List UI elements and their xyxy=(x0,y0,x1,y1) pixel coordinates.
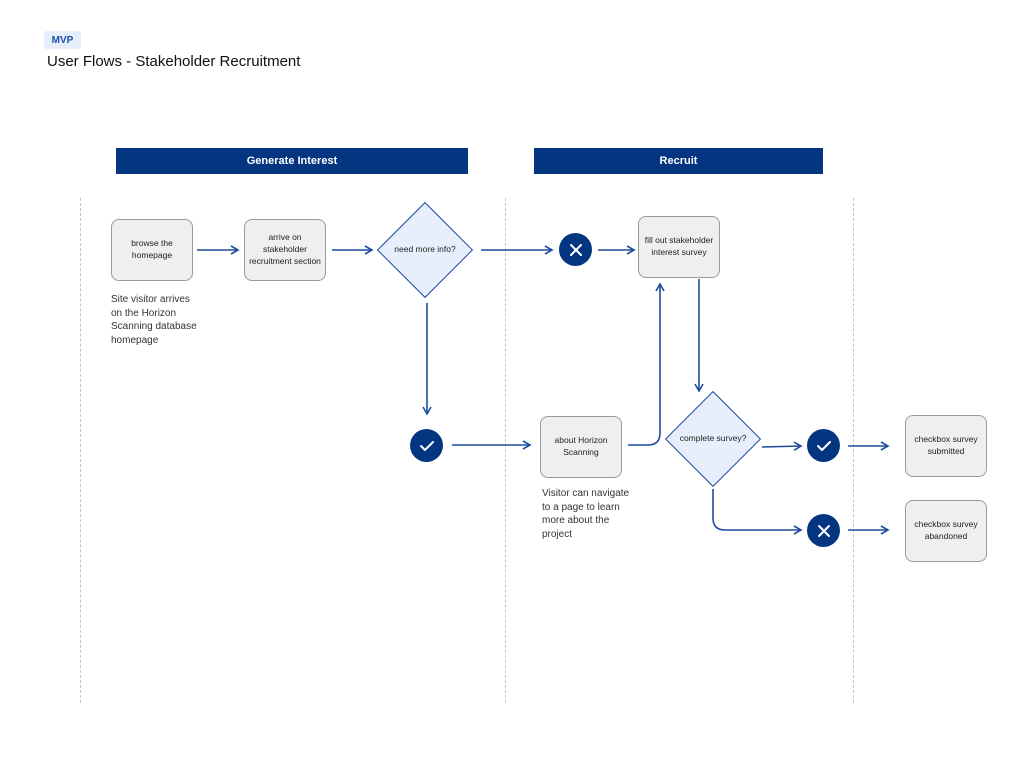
check-icon xyxy=(419,440,434,451)
node-fill-survey: fill out stakeholder interest survey xyxy=(638,216,720,278)
no-circle xyxy=(559,233,592,266)
node-about-horizon: about Horizon Scanning xyxy=(540,416,622,478)
yes-circle xyxy=(410,429,443,462)
note-visitor-navigate: Visitor can navigate to a page to learn … xyxy=(542,488,630,540)
lane-divider xyxy=(80,198,81,703)
node-label: arrive on stakeholder recruitment sectio… xyxy=(249,232,321,266)
arrow-complete-to-no xyxy=(712,489,803,535)
mvp-badge: MVP xyxy=(44,31,81,49)
x-icon xyxy=(569,243,582,256)
note-site-visitor: Site visitor arrives on the Horizon Scan… xyxy=(111,294,197,346)
node-label: about Horizon Scanning xyxy=(554,435,608,457)
no-circle xyxy=(807,514,840,547)
node-survey-abandoned: checkbox survey abandoned xyxy=(905,500,987,562)
node-label: checkbox survey abandoned xyxy=(914,519,978,541)
page-title: User Flows - Stakeholder Recruitment xyxy=(47,53,301,70)
lane-header-generate-interest: Generate Interest xyxy=(116,148,468,174)
yes-circle xyxy=(807,429,840,462)
arrow-complete-to-yes xyxy=(761,441,803,451)
decision-need-info-label: need more info? xyxy=(394,244,456,254)
arrow-about-to-survey xyxy=(628,282,665,446)
lane-header-recruit: Recruit xyxy=(534,148,823,174)
node-arrive-recruitment: arrive on stakeholder recruitment sectio… xyxy=(244,219,326,281)
node-label: checkbox survey submitted xyxy=(914,434,978,456)
lane-divider xyxy=(853,198,854,703)
node-label: fill out stakeholder interest survey xyxy=(644,235,714,257)
check-icon xyxy=(816,440,831,451)
x-icon xyxy=(817,524,830,537)
decision-complete-survey-label: complete survey? xyxy=(679,433,747,443)
node-label: browse the homepage xyxy=(131,238,173,260)
node-browse-homepage: browse the homepage xyxy=(111,219,193,281)
lane-divider xyxy=(505,198,506,703)
node-survey-submitted: checkbox survey submitted xyxy=(905,415,987,477)
